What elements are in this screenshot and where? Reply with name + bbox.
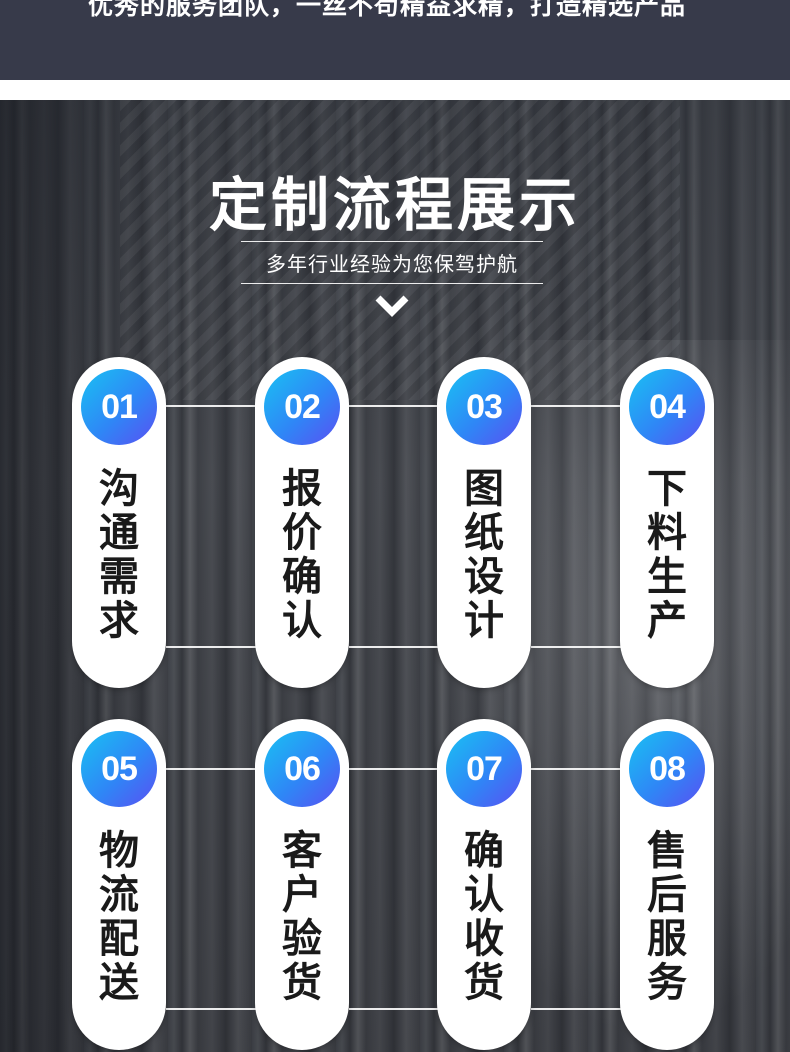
step-label: 确认收货 xyxy=(464,828,504,1006)
step-number: 02 xyxy=(284,387,321,426)
step-card: 08 售后服务 xyxy=(620,719,714,1050)
connector-line xyxy=(349,1008,438,1010)
banner-text: 优秀的服务团队，一丝不苟精益求精，打造精选产品 xyxy=(88,0,687,20)
step-number-badge: 01 xyxy=(81,369,157,445)
chevron-down-icon xyxy=(375,295,409,317)
connector-line xyxy=(166,768,256,770)
step-number: 01 xyxy=(101,387,138,426)
step-number-badge: 07 xyxy=(446,731,522,807)
connector-line xyxy=(531,1008,621,1010)
step-number: 04 xyxy=(649,387,686,426)
step-card: 03 图纸设计 xyxy=(437,357,531,688)
step-label: 物流配送 xyxy=(99,828,139,1006)
connector-line xyxy=(531,405,621,407)
step-number: 08 xyxy=(649,749,686,788)
section-subtitle: 多年行业经验为您保驾护航 xyxy=(266,252,518,276)
step-label: 图纸设计 xyxy=(464,466,504,644)
step-card: 02 报价确认 xyxy=(255,357,349,688)
step-card: 04 下料生产 xyxy=(620,357,714,688)
step-label: 报价确认 xyxy=(282,466,322,644)
connector-line xyxy=(166,1008,256,1010)
subtitle-frame: 多年行业经验为您保驾护航 xyxy=(241,241,543,284)
connector-line xyxy=(349,405,438,407)
step-label: 下料生产 xyxy=(647,466,687,644)
step-number-badge: 05 xyxy=(81,731,157,807)
background-ceiling xyxy=(120,100,680,400)
connector-line xyxy=(166,405,256,407)
connector-line xyxy=(531,768,621,770)
step-number: 05 xyxy=(101,749,138,788)
section-title: 定制流程展示 xyxy=(208,171,581,239)
connector-line xyxy=(349,768,438,770)
step-card: 01 沟通需求 xyxy=(72,357,166,688)
step-card: 05 物流配送 xyxy=(72,719,166,1050)
step-card: 07 确认收货 xyxy=(437,719,531,1050)
connector-line xyxy=(531,646,621,648)
step-card: 06 客户验货 xyxy=(255,719,349,1050)
step-number-badge: 02 xyxy=(264,369,340,445)
step-label: 售后服务 xyxy=(647,828,687,1006)
step-number-badge: 08 xyxy=(629,731,705,807)
step-number-badge: 06 xyxy=(264,731,340,807)
step-label: 客户验货 xyxy=(282,828,322,1006)
step-label: 沟通需求 xyxy=(99,466,139,644)
connector-line xyxy=(349,646,438,648)
step-number-badge: 03 xyxy=(446,369,522,445)
connector-line xyxy=(166,646,256,648)
step-number: 07 xyxy=(466,749,503,788)
top-banner: 优秀的服务团队，一丝不苟精益求精，打造精选产品 xyxy=(0,0,790,80)
step-number-badge: 04 xyxy=(629,369,705,445)
step-number: 03 xyxy=(466,387,503,426)
step-number: 06 xyxy=(284,749,321,788)
